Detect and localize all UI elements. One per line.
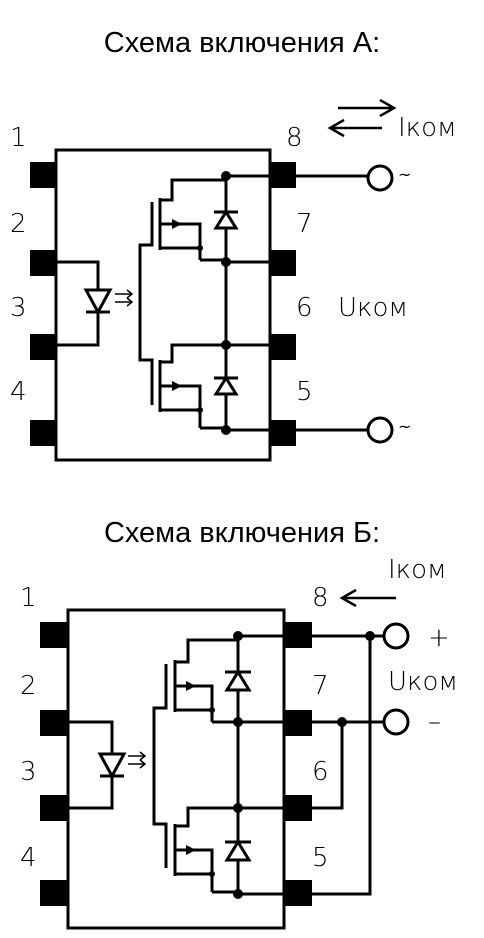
terminal-top-a <box>366 164 394 192</box>
led-diode-icon-b <box>97 752 127 780</box>
gate-bus-b <box>152 692 168 842</box>
pin-label-8-a: 8 <box>286 123 303 153</box>
diagram-a: Схема включения А: 1 2 3 4 5 6 7 8 <box>10 27 457 462</box>
mos-arrow-lower-a-icon <box>172 381 182 391</box>
pin-pad-6-b <box>284 795 312 821</box>
led-diode-icon-a <box>83 288 113 316</box>
pin-label-4-a: 4 <box>10 377 27 407</box>
body-lower-a <box>160 384 202 428</box>
pin-pad-8-b <box>284 622 312 648</box>
drain-lower-b <box>175 806 212 828</box>
terminal-top-symbol-a: ~ <box>398 165 411 184</box>
pin-label-6-b: 6 <box>312 757 329 787</box>
pin-label-3-a: 3 <box>10 293 27 323</box>
pin-label-2-a: 2 <box>10 209 27 239</box>
light-arrows-icon-b <box>128 751 147 769</box>
pin-links-b <box>238 634 284 896</box>
terminal-bottom-symbol-a: ~ <box>398 417 411 436</box>
terminal-bottom-a <box>366 416 394 444</box>
diode-upper-b-icon <box>224 669 252 692</box>
pin-pad-1-a <box>30 162 56 188</box>
pin-label-3-b: 3 <box>20 757 37 787</box>
pin-pad-3-a <box>30 334 56 360</box>
voltage-label-a: Uком <box>338 293 408 323</box>
lead-pin6-to-minus-b <box>312 722 344 810</box>
drain-upper-b <box>175 638 212 664</box>
light-arrows-icon-a <box>115 289 134 307</box>
terminal-plus-symbol-b: + <box>428 623 450 653</box>
pin-links-a <box>226 174 270 432</box>
package-body-b <box>66 608 286 930</box>
pin-pad-7-b <box>284 710 312 736</box>
pin-pad-5-a <box>270 420 296 446</box>
mos-arrow-lower-b-icon <box>186 845 196 855</box>
voltage-label-b: Uком <box>388 667 458 697</box>
package-body-a <box>54 148 272 462</box>
pin-pad-4-a <box>30 420 56 446</box>
pin-label-8-b: 8 <box>312 583 329 613</box>
pin-pad-1-b <box>40 622 68 648</box>
pin-label-5-b: 5 <box>312 843 329 873</box>
terminal-minus-symbol-b: – <box>428 707 441 737</box>
rail-links-b <box>212 638 238 894</box>
pin-label-4-b: 4 <box>20 843 37 873</box>
diode-upper-a-icon <box>213 209 239 230</box>
pin-pad-2-a <box>30 250 56 276</box>
body-upper-b <box>175 684 214 722</box>
pin-label-1-b: 1 <box>20 583 37 613</box>
pin-pad-3-b <box>40 795 68 821</box>
pin-pad-7-a <box>270 250 296 276</box>
drain-lower-a <box>160 343 200 364</box>
mos-arrow-upper-a-icon <box>172 219 182 229</box>
pin-label-6-a: 6 <box>296 293 313 323</box>
pin-label-5-a: 5 <box>296 377 313 407</box>
current-label-b: Iком <box>388 555 447 585</box>
rail-links-a <box>200 178 226 430</box>
pin-label-1-a: 1 <box>10 123 27 153</box>
diode-lower-b-icon <box>224 839 252 862</box>
pin-pad-6-a <box>270 334 296 360</box>
pin-pad-4-b <box>40 880 68 906</box>
diode-lower-a-icon <box>213 375 239 396</box>
current-arrow-icon-b <box>339 588 396 608</box>
drain-upper-a <box>160 178 200 202</box>
gate-bus-a <box>138 228 154 378</box>
pin-pad-5-b <box>284 880 312 906</box>
body-lower-b <box>175 848 214 892</box>
diagram-b-title: Схема включения Б: <box>104 517 380 549</box>
pin-label-2-b: 2 <box>20 671 37 701</box>
pin-pad-2-b <box>40 710 68 736</box>
pin-pad-8-a <box>270 162 296 188</box>
lead-pin5-to-plus-b <box>312 636 372 896</box>
body-upper-a <box>160 222 202 260</box>
current-label-a: Iком <box>398 113 457 143</box>
current-arrows-icon-a <box>327 98 397 138</box>
terminal-minus-b <box>382 708 410 736</box>
diagram-a-title: Схема включения А: <box>104 27 380 59</box>
terminal-plus-b <box>382 622 410 650</box>
diagram-b: Схема включения Б: 1 2 3 4 5 6 7 8 <box>20 517 458 930</box>
pin-label-7-a: 7 <box>296 209 313 239</box>
junctions-a <box>197 171 231 435</box>
mos-arrow-upper-b-icon <box>186 681 196 691</box>
pin-label-7-b: 7 <box>312 671 329 701</box>
